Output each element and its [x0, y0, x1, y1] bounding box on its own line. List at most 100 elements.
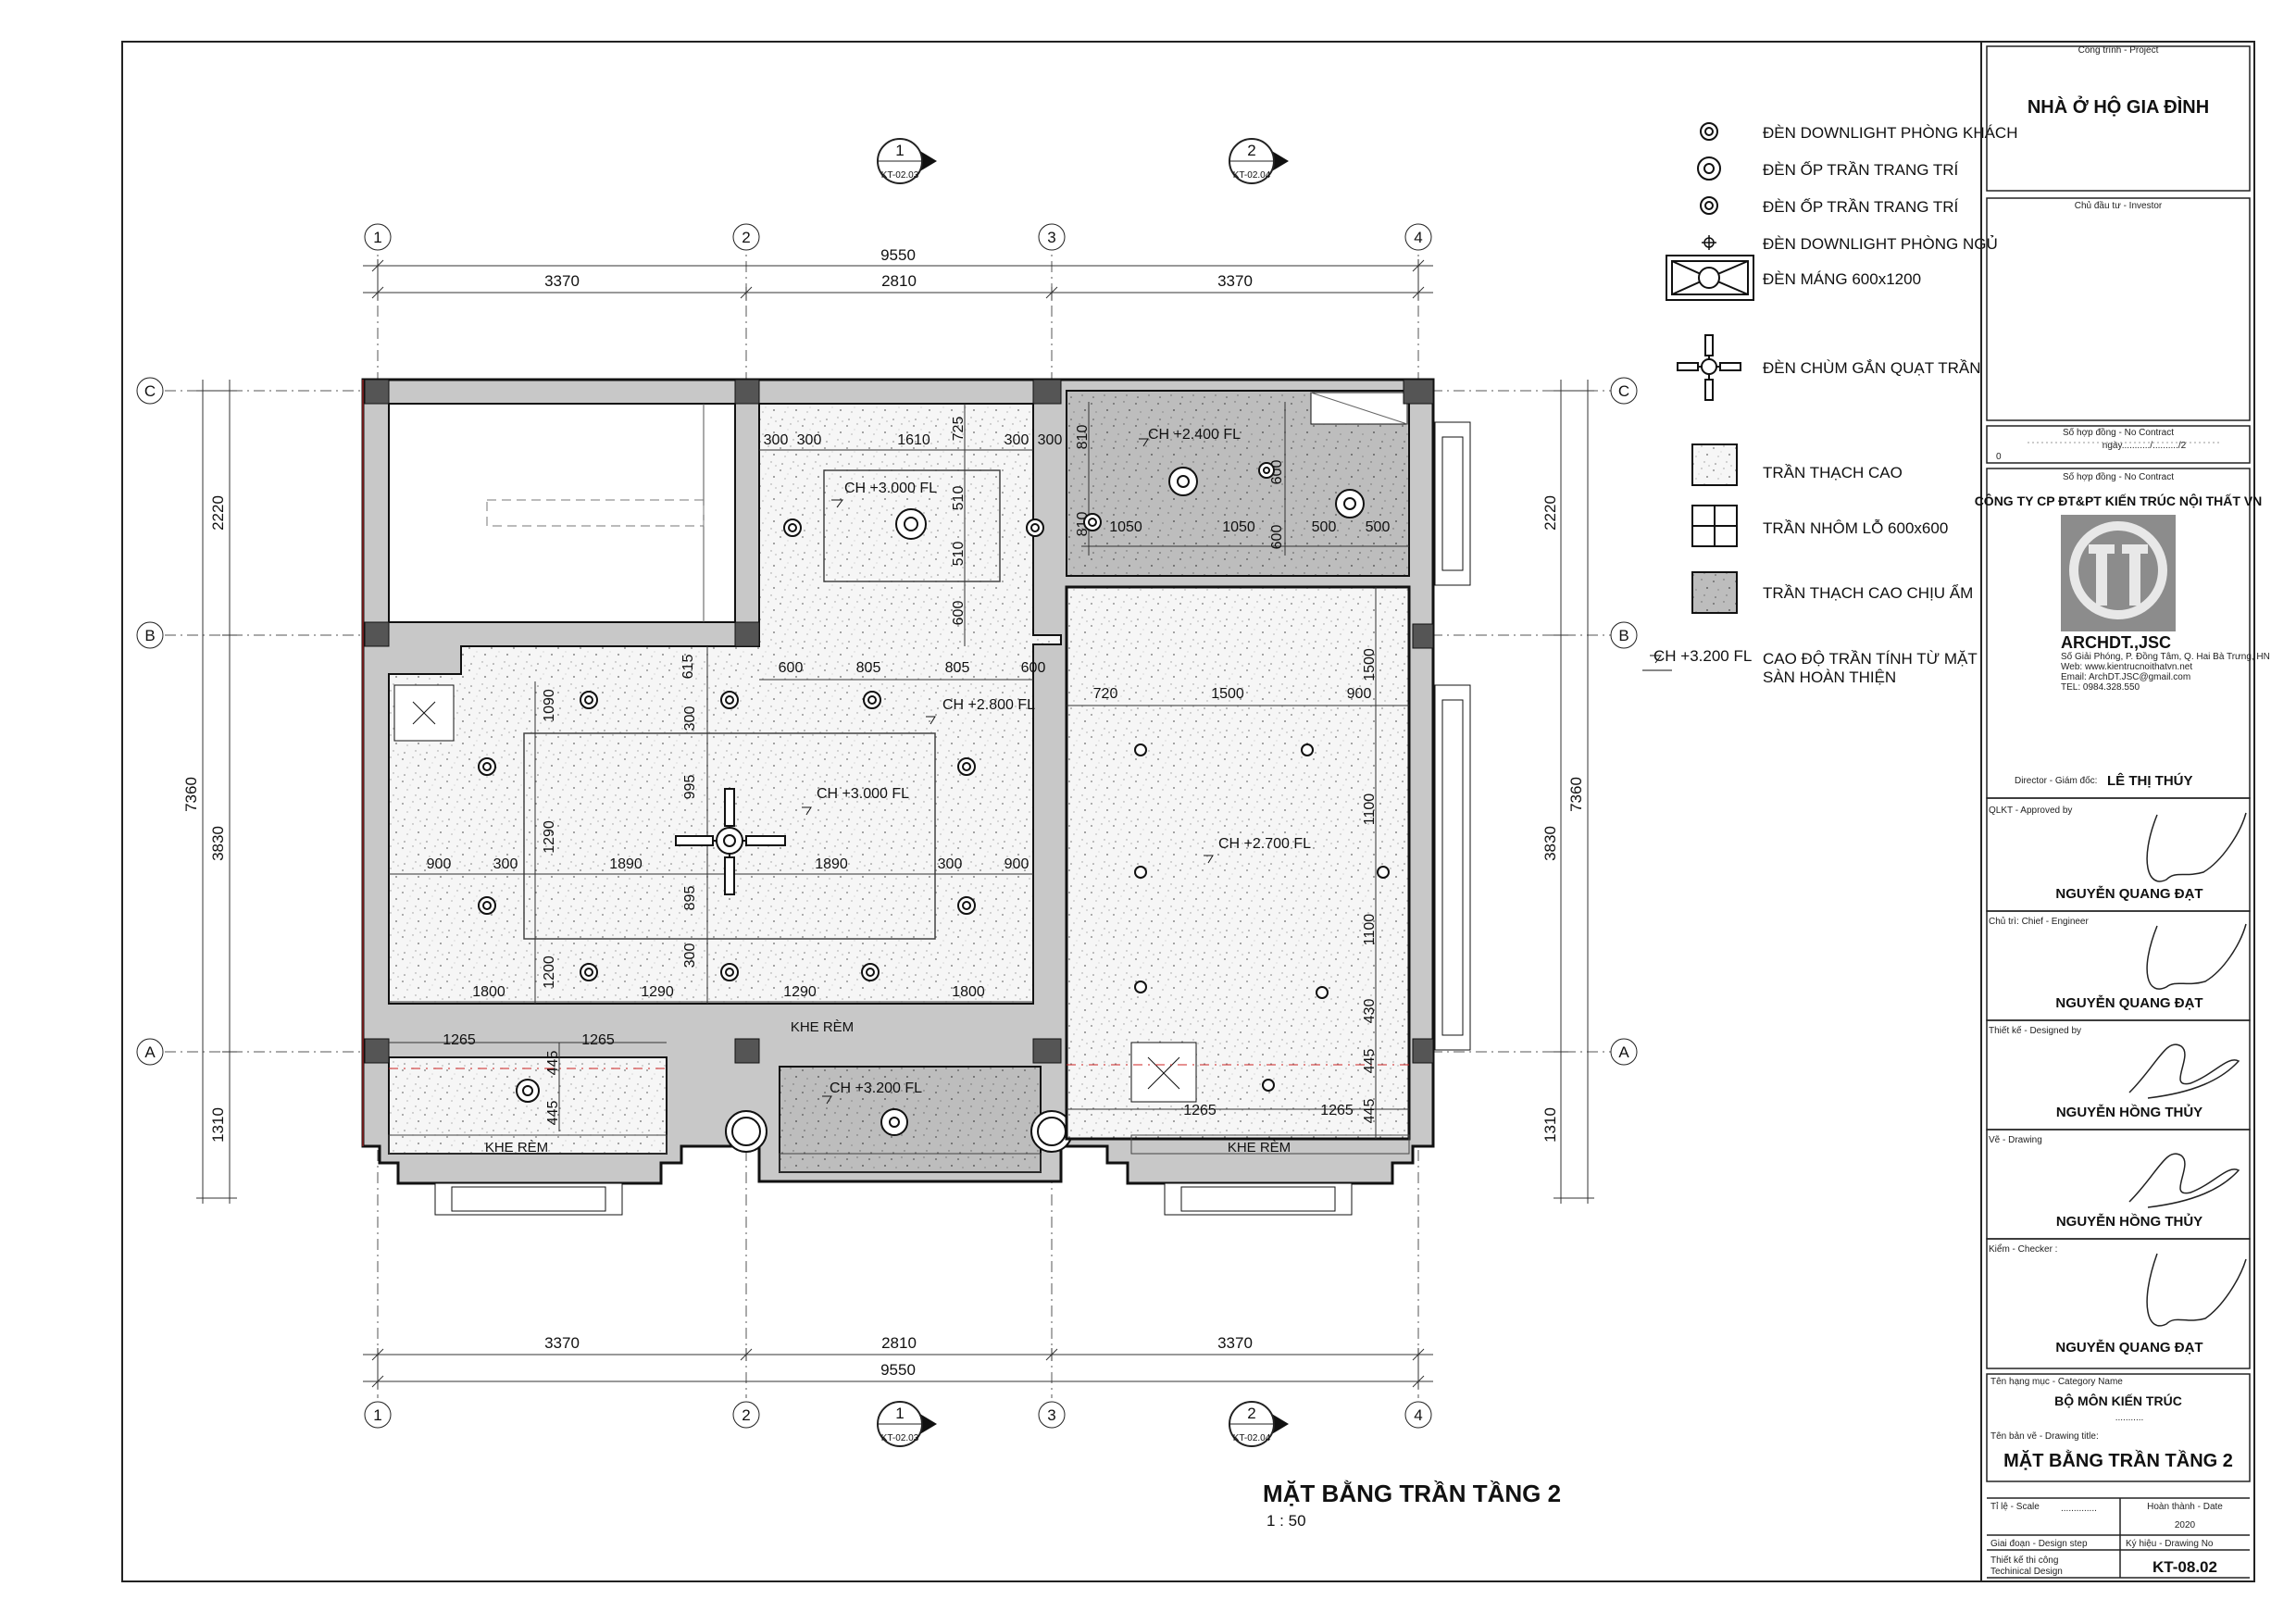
- svg-text:TEL: 0984.328.550: TEL: 0984.328.550: [2061, 682, 2140, 693]
- svg-text:1050: 1050: [1109, 519, 1142, 535]
- svg-text:..............: ..............: [2061, 1504, 2097, 1514]
- section-marker-1-top: 1 KT-02.03: [877, 138, 937, 184]
- title-block: Công trình - Project NHÀ Ở HỘ GIA ĐÌNH C…: [1975, 41, 2270, 1582]
- light-fixtures: [478, 462, 1390, 1136]
- top-dimension-text: 9550 3370 2810 3370: [544, 246, 1253, 290]
- legend-level-tag: [1642, 655, 1672, 671]
- svg-text:1100: 1100: [1362, 793, 1378, 826]
- svg-text:1050: 1050: [1222, 519, 1255, 535]
- svg-text:615: 615: [680, 655, 696, 680]
- svg-text:3: 3: [1047, 229, 1055, 246]
- svg-text:KT-08.02: KT-08.02: [2152, 1558, 2217, 1576]
- svg-text:1290: 1290: [641, 984, 674, 1000]
- svg-text:3: 3: [1047, 1406, 1055, 1424]
- svg-text:1265: 1265: [443, 1032, 476, 1048]
- svg-text:Chủ đầu tư - Investor: Chủ đầu tư - Investor: [2075, 200, 2163, 211]
- svg-text:Chủ trì: Chief - Engineer: Chủ trì: Chief - Engineer: [1989, 916, 2089, 927]
- svg-text:430: 430: [1362, 999, 1378, 1024]
- svg-text:895: 895: [682, 886, 698, 911]
- svg-text:300: 300: [493, 856, 518, 872]
- svg-text:NGUYỄN QUANG ĐẠT: NGUYỄN QUANG ĐẠT: [2055, 995, 2202, 1011]
- svg-text:2810: 2810: [881, 1334, 917, 1352]
- svg-text:2220: 2220: [209, 495, 227, 531]
- svg-text:NGUYỄN QUANG ĐẠT: NGUYỄN QUANG ĐẠT: [2055, 1340, 2202, 1355]
- svg-text:1265: 1265: [581, 1032, 615, 1048]
- ceiling-level-tags: CH +3.000 FL CH +2.400 FL CH +2.800 FL C…: [485, 427, 1311, 1156]
- svg-text:3370: 3370: [544, 272, 580, 290]
- svg-text:805: 805: [856, 660, 881, 676]
- svg-text:1: 1: [373, 1406, 381, 1424]
- svg-text:Thiết kế thi công: Thiết kế thi công: [1990, 1555, 2058, 1566]
- svg-text:600: 600: [1021, 660, 1046, 676]
- svg-text:ĐÈN ỐP TRẦN TRANG TRÍ: ĐÈN ỐP TRẦN TRANG TRÍ: [1763, 160, 1959, 179]
- svg-text:CH +3.000 FL: CH +3.000 FL: [817, 786, 909, 802]
- svg-text:Tên hạng mục - Category Name: Tên hạng mục - Category Name: [1990, 1377, 2123, 1387]
- svg-text:2810: 2810: [881, 272, 917, 290]
- svg-text:1890: 1890: [609, 856, 643, 872]
- svg-text:445: 445: [545, 1101, 561, 1126]
- svg-text:A: A: [144, 1043, 156, 1061]
- svg-text:TRẦN NHÔM LỖ 600x600: TRẦN NHÔM LỖ 600x600: [1763, 519, 1948, 537]
- svg-text:510: 510: [951, 542, 967, 567]
- svg-text:510: 510: [951, 486, 967, 511]
- svg-text:TRẦN THẠCH CAO CHỊU ẨM: TRẦN THẠCH CAO CHỊU ẨM: [1763, 584, 1973, 602]
- svg-text:600: 600: [1269, 525, 1285, 550]
- left-dimensions: [196, 380, 237, 1204]
- svg-text:3830: 3830: [209, 826, 227, 861]
- svg-text:2: 2: [1247, 142, 1255, 159]
- grid-bubbles-bottom: 1 2 3 4: [364, 1401, 1432, 1429]
- interior-dimensions-text: 300 300 1610 300 300 725 510 510 600 810…: [427, 417, 1391, 1126]
- legend-ceiling-lamp-large-icon: [1697, 156, 1721, 181]
- svg-text:1800: 1800: [472, 984, 505, 1000]
- top-dimensions: [363, 259, 1433, 300]
- svg-text:1610: 1610: [897, 432, 930, 448]
- svg-text:KT-02.04: KT-02.04: [1233, 1433, 1271, 1443]
- svg-text:Tên bản vẽ - Drawing title:: Tên bản vẽ - Drawing title:: [1990, 1431, 2099, 1442]
- company-logo: [2061, 515, 2176, 631]
- bottom-dimensions: [363, 1348, 1433, 1389]
- svg-text:ARCHDT.,JSC: ARCHDT.,JSC: [2061, 633, 2171, 652]
- svg-text:445: 445: [1362, 1049, 1378, 1074]
- legend-trough-light-icon: [1666, 255, 1754, 301]
- svg-text:CH +2.700 FL: CH +2.700 FL: [1218, 836, 1311, 852]
- svg-text:B: B: [144, 627, 155, 644]
- svg-text:ĐÈN ỐP TRẦN TRANG TRÍ: ĐÈN ỐP TRẦN TRANG TRÍ: [1763, 197, 1959, 216]
- svg-text:Thiết kế - Designed by: Thiết kế - Designed by: [1989, 1025, 2081, 1036]
- svg-text:995: 995: [682, 775, 698, 800]
- section-marker-2-top: 2 KT-02.04: [1229, 138, 1289, 184]
- svg-text:1265: 1265: [1183, 1103, 1217, 1118]
- svg-text:MẶT BẰNG TRẦN TẦNG 2: MẶT BẰNG TRẦN TẦNG 2: [2003, 1449, 2233, 1471]
- svg-text:300: 300: [797, 432, 822, 448]
- svg-text:ĐÈN DOWNLIGHT PHÒNG KHÁCH: ĐÈN DOWNLIGHT PHÒNG KHÁCH: [1763, 124, 2018, 142]
- legend-moisture-gypsum-swatch: [1691, 571, 1738, 614]
- svg-text:Vẽ - Drawing: Vẽ - Drawing: [1989, 1135, 2042, 1145]
- svg-text:445: 445: [545, 1051, 561, 1076]
- svg-text:B: B: [1618, 627, 1628, 644]
- svg-text:1: 1: [895, 1405, 904, 1422]
- bottom-dimension-text: 3370 2810 3370 9550: [544, 1334, 1253, 1379]
- legend-fan-chandelier-icon: [1677, 334, 1741, 401]
- svg-text:Director - Giám đốc:: Director - Giám đốc:: [2015, 775, 2097, 786]
- svg-text:9550: 9550: [880, 246, 916, 264]
- svg-text:ĐÈN DOWNLIGHT PHÒNG NGỦ: ĐÈN DOWNLIGHT PHÒNG NGỦ: [1763, 235, 1998, 253]
- svg-text:1100: 1100: [1362, 914, 1378, 946]
- ceiling-panel-living: [523, 732, 936, 940]
- svg-text:445: 445: [1362, 1099, 1378, 1124]
- svg-text:MẶT BẰNG TRẦN TẦNG 2: MẶT BẰNG TRẦN TẦNG 2: [1263, 1480, 1561, 1507]
- room-left-bottom-area: [388, 1056, 668, 1155]
- svg-text:900: 900: [1347, 686, 1372, 702]
- svg-text:BỘ MÔN KIẾN TRÚC: BỘ MÔN KIẾN TRÚC: [2054, 1393, 2182, 1408]
- svg-text:1: 1: [895, 142, 904, 159]
- svg-text:300: 300: [682, 943, 698, 968]
- section-marker-2-bottom: 2 KT-02.04: [1229, 1401, 1289, 1447]
- svg-text:KHE RÈM: KHE RÈM: [791, 1019, 854, 1035]
- svg-text:2220: 2220: [1541, 495, 1559, 531]
- svg-text:300: 300: [764, 432, 789, 448]
- svg-text:QLKT - Approved by: QLKT - Approved by: [1989, 806, 2072, 816]
- svg-text:300: 300: [1004, 432, 1029, 448]
- svg-text:900: 900: [427, 856, 452, 872]
- svg-text:3370: 3370: [1217, 272, 1253, 290]
- svg-text:7360: 7360: [182, 777, 200, 812]
- svg-text:CH +3.200 FL: CH +3.200 FL: [830, 1081, 922, 1096]
- svg-text:1290: 1290: [542, 820, 557, 854]
